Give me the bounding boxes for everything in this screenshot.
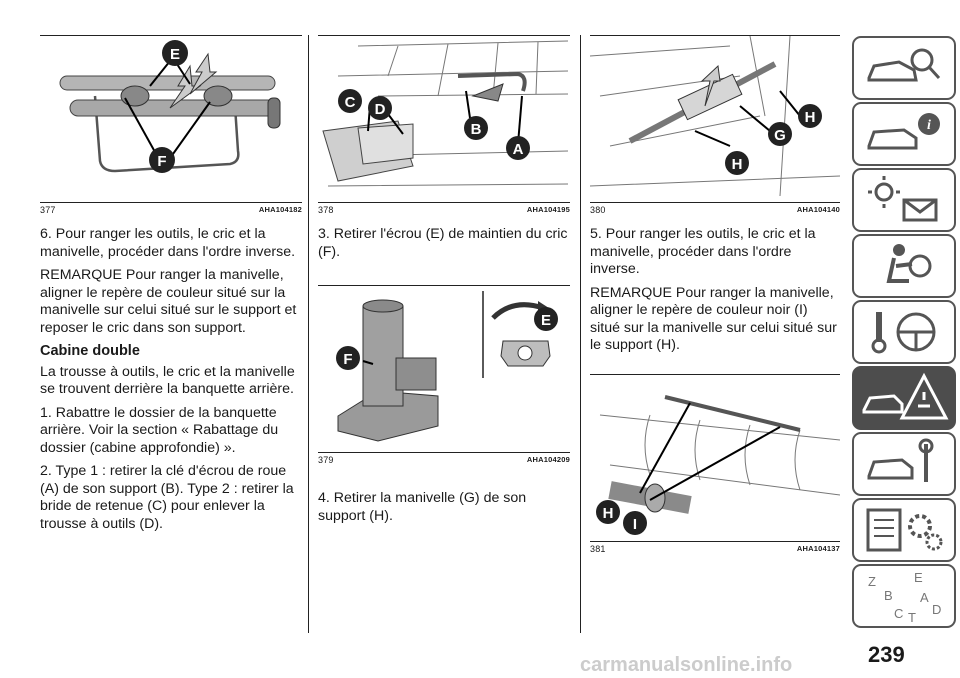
figure-rule bbox=[40, 202, 302, 203]
svg-text:B: B bbox=[884, 588, 893, 603]
tab-key-wheel[interactable] bbox=[852, 300, 956, 364]
car-wrench-icon bbox=[867, 438, 934, 482]
callout-label: D bbox=[375, 101, 386, 118]
page-number: 239 bbox=[868, 642, 905, 667]
figure-ref: AHA104137 bbox=[796, 544, 840, 553]
figure-caption: 379 AHA104209 bbox=[318, 453, 570, 467]
tab-car-search[interactable] bbox=[852, 36, 956, 100]
figure-number: 377 bbox=[40, 205, 56, 215]
figure-caption: 381 AHA104137 bbox=[590, 542, 840, 556]
column-3-text: 5. Pour ranger les outils, le cric et la… bbox=[590, 226, 840, 361]
callout-label: G bbox=[774, 127, 786, 144]
svg-text:Z: Z bbox=[868, 574, 876, 589]
figure-rule bbox=[318, 285, 570, 286]
callout-label: E bbox=[541, 312, 551, 329]
top-rule bbox=[40, 35, 302, 36]
specs-gears-icon bbox=[866, 508, 943, 552]
figure-ref: AHA104140 bbox=[796, 205, 840, 214]
paragraph: La trousse à outils, le cric et la maniv… bbox=[40, 363, 295, 398]
svg-text:T: T bbox=[908, 610, 916, 625]
figure-381: H I bbox=[590, 375, 840, 541]
figure-380: H G H bbox=[590, 36, 840, 202]
tab-breakdown[interactable] bbox=[852, 366, 956, 430]
svg-text:i: i bbox=[927, 118, 931, 133]
callout-label: B bbox=[471, 121, 482, 138]
column-divider bbox=[308, 35, 309, 633]
top-rule bbox=[318, 35, 570, 36]
figure-caption: 377 AHA104182 bbox=[40, 203, 302, 217]
watermark: carmanualsonline.info bbox=[580, 654, 793, 676]
figure-rule bbox=[318, 452, 570, 453]
figure-rule bbox=[590, 374, 840, 375]
figure-caption: 378 AHA104195 bbox=[318, 203, 570, 217]
svg-text:A: A bbox=[920, 590, 929, 605]
figure-caption: 380 AHA104140 bbox=[590, 203, 840, 217]
car-info-icon: i bbox=[867, 113, 940, 150]
figure-rule bbox=[590, 202, 840, 203]
figure-378: C D B A bbox=[318, 36, 570, 202]
callout-label: H bbox=[603, 505, 614, 522]
figure-rule bbox=[318, 202, 570, 203]
tab-car-info[interactable]: i bbox=[852, 102, 956, 166]
column-1-text: 6. Pour ranger les outils, le cric et la… bbox=[40, 226, 302, 539]
figure-rule bbox=[590, 541, 840, 542]
callout-label: H bbox=[805, 109, 816, 126]
paragraph: 6. Pour ranger les outils, le cric et la… bbox=[40, 226, 296, 260]
callout-label: I bbox=[633, 516, 637, 533]
seat-airbag-icon bbox=[886, 244, 932, 283]
figure-379: E F bbox=[318, 286, 570, 452]
figure-ref: AHA104209 bbox=[526, 455, 570, 464]
callout-label: E bbox=[170, 46, 180, 63]
paragraph: 5. Pour ranger les outils, le cric et la… bbox=[590, 226, 816, 277]
svg-text:C: C bbox=[894, 606, 903, 621]
tab-specs[interactable] bbox=[852, 498, 956, 562]
column-2-text-a: 3. Retirer l'écrou (E) de maintien du cr… bbox=[318, 226, 570, 267]
figure-number: 379 bbox=[318, 455, 334, 465]
warning-lights-mail-icon bbox=[868, 176, 938, 222]
figure-ref: AHA104195 bbox=[526, 205, 570, 214]
callout-label: H bbox=[732, 156, 743, 173]
callout-label: F bbox=[343, 351, 352, 368]
paragraph: 1. Rabattre le dossier de la banquette a… bbox=[40, 404, 279, 456]
top-rule bbox=[590, 35, 840, 36]
paragraph: REMARQUE Pour ranger la manivelle, align… bbox=[590, 284, 837, 354]
svg-text:D: D bbox=[932, 602, 941, 617]
callout-label: F bbox=[157, 153, 166, 170]
callout-label: A bbox=[513, 141, 524, 158]
tab-seat-airbag[interactable] bbox=[852, 234, 956, 298]
figure-number: 380 bbox=[590, 205, 606, 215]
section-heading: Cabine double bbox=[40, 343, 140, 359]
car-search-icon bbox=[867, 48, 941, 82]
callout-label: C bbox=[345, 94, 356, 111]
figure-number: 381 bbox=[590, 544, 606, 554]
tab-warning-lights[interactable] bbox=[852, 168, 956, 232]
tab-car-wrench[interactable] bbox=[852, 432, 956, 496]
paragraph: 4. Retirer la manivelle (G) de son suppo… bbox=[318, 490, 527, 524]
paragraph: 2. Type 1 : retirer la clé d'écrou de ro… bbox=[40, 463, 294, 532]
figure-377: E F bbox=[40, 36, 302, 202]
column-2-text-b: 4. Retirer la manivelle (G) de son suppo… bbox=[318, 490, 570, 531]
svg-text:E: E bbox=[914, 570, 923, 585]
breakdown-warning-icon bbox=[862, 372, 949, 420]
figure-ref: AHA104182 bbox=[258, 205, 302, 214]
column-divider bbox=[580, 35, 581, 633]
key-steering-wheel-icon bbox=[871, 312, 936, 354]
paragraph: REMARQUE Pour ranger la manivelle, align… bbox=[40, 267, 297, 336]
paragraph: 3. Retirer l'écrou (E) de maintien du cr… bbox=[318, 226, 568, 260]
figure-number: 378 bbox=[318, 205, 334, 215]
